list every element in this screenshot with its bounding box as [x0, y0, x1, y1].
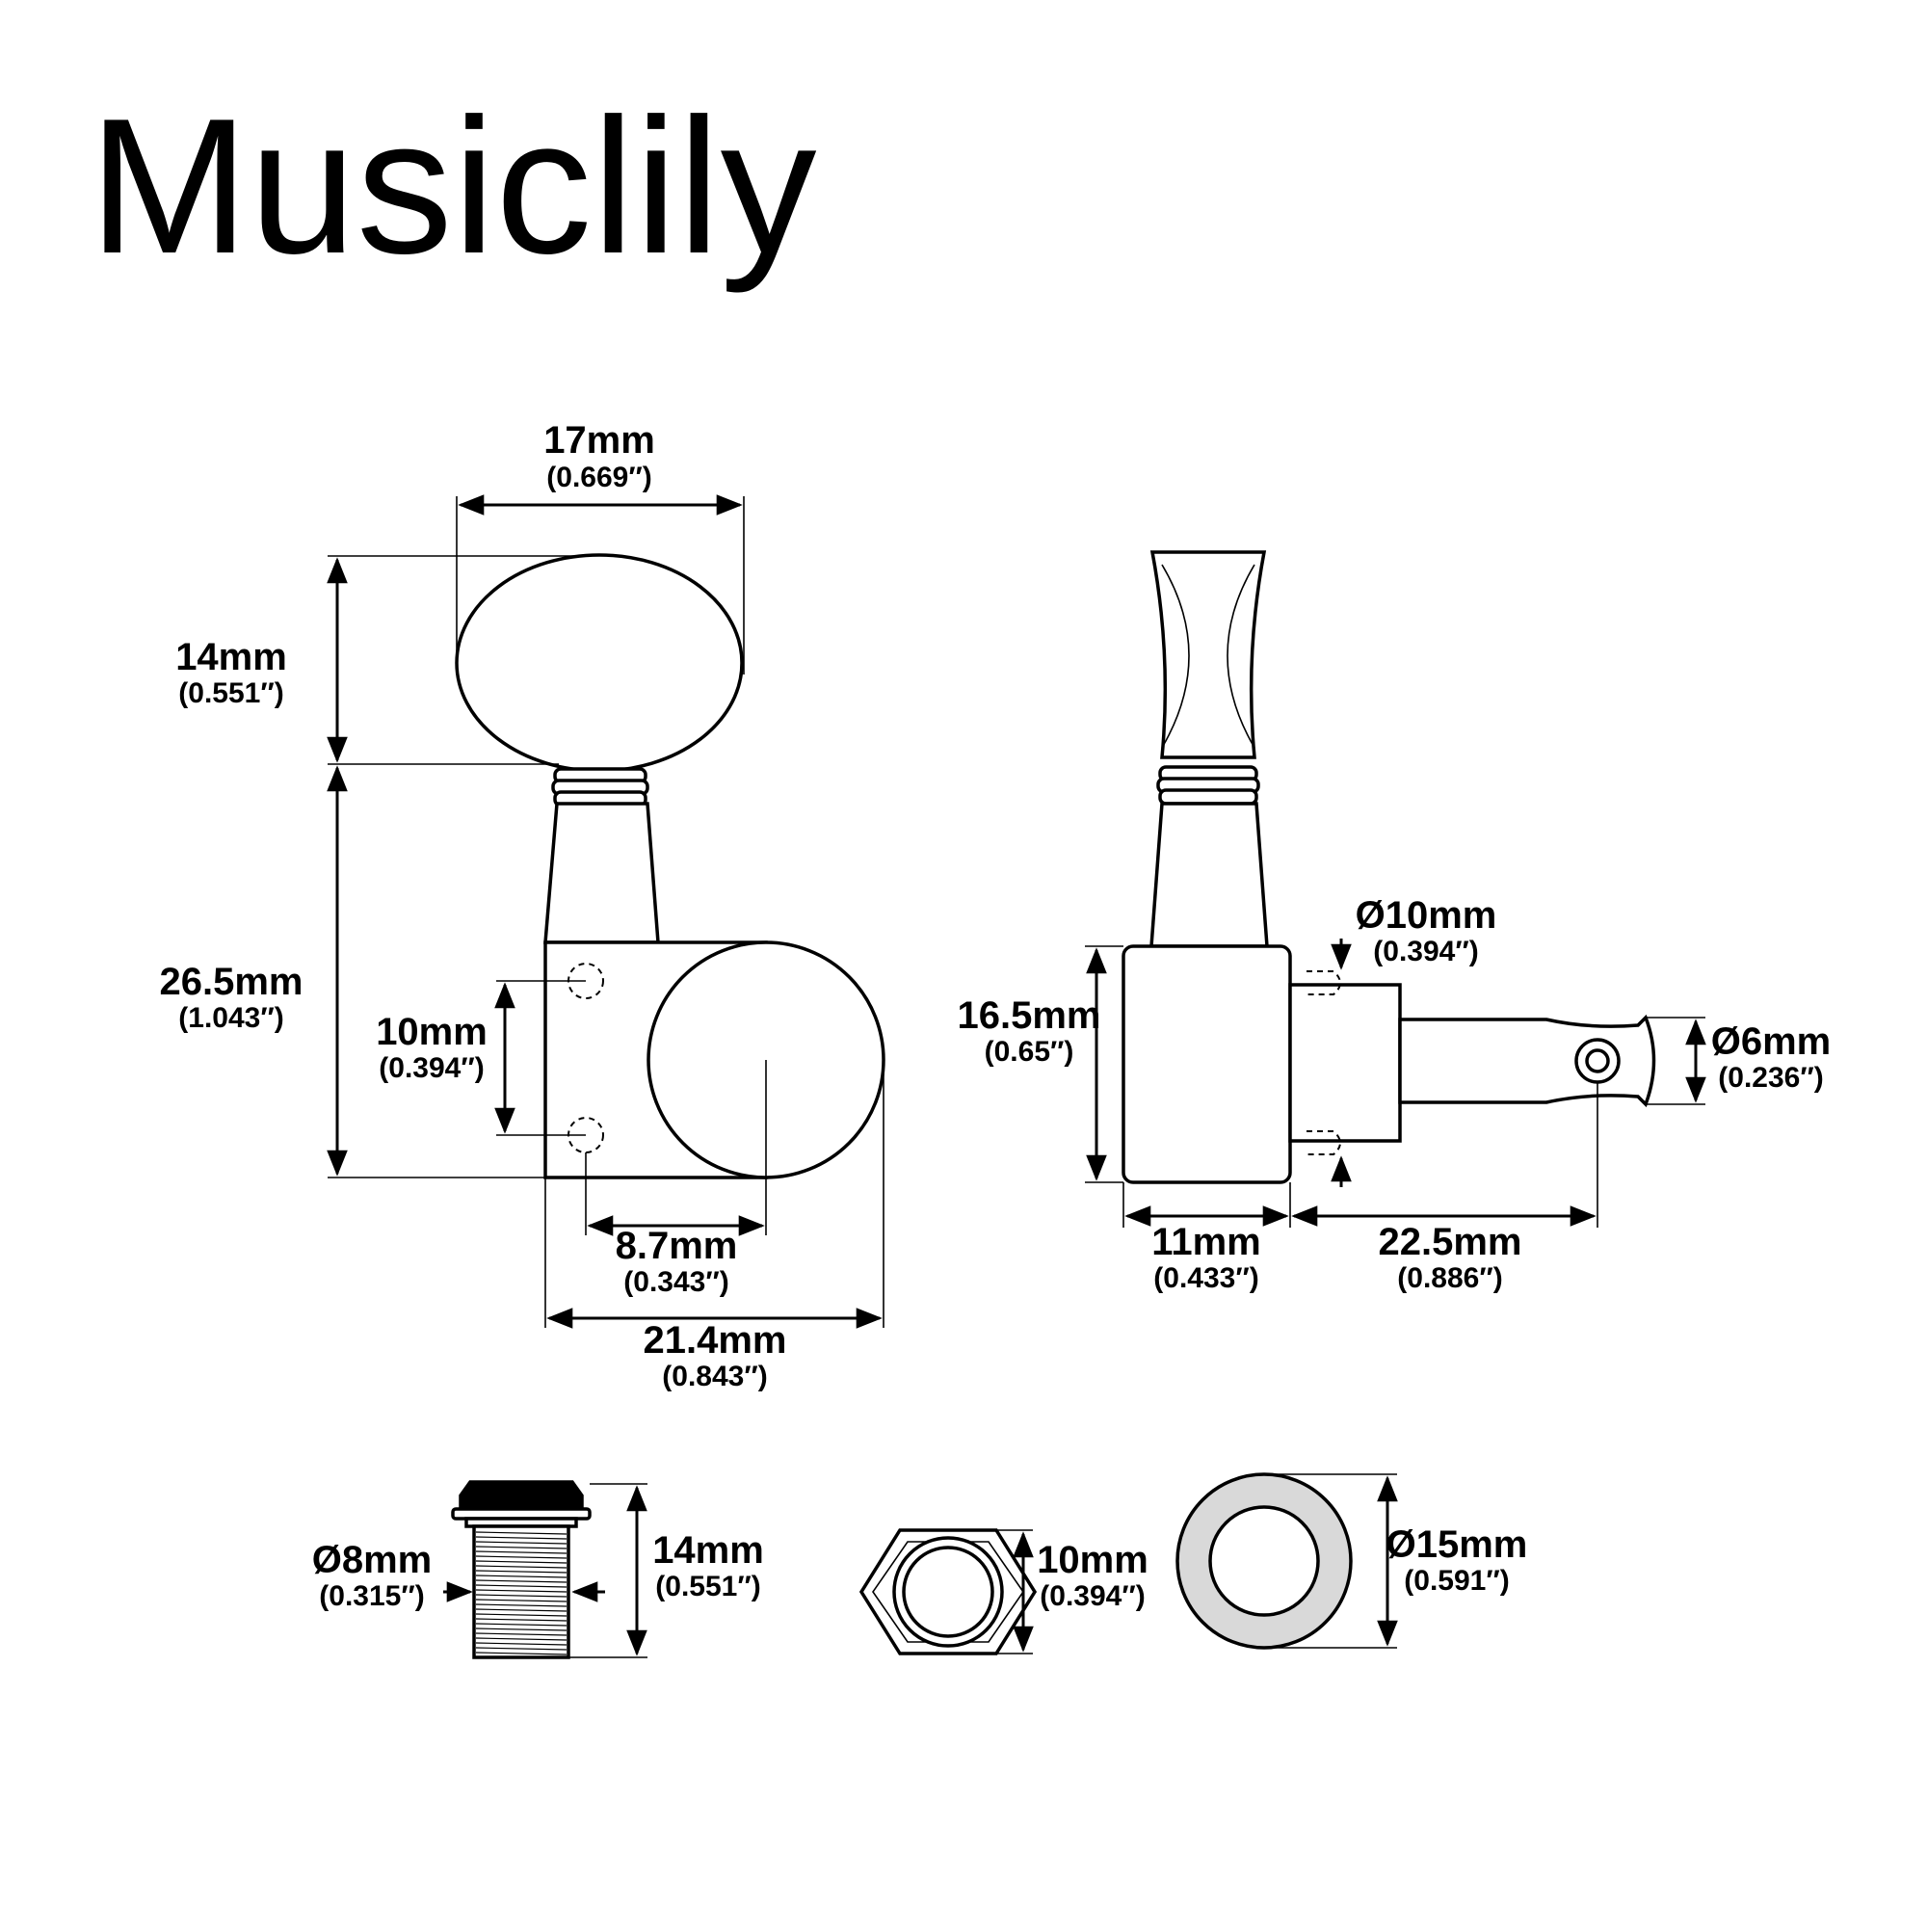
thread-line [475, 1541, 568, 1545]
oval-knob [455, 553, 744, 773]
thread-line [475, 1570, 568, 1574]
thread-line [475, 1599, 568, 1602]
thread-line [475, 1613, 568, 1617]
hex-nut-part: 10mm (0.394″) [858, 1528, 1148, 1655]
thread-line [475, 1608, 568, 1612]
label-post-height-mm: 26.5mm [160, 961, 304, 1003]
thread-line [475, 1560, 568, 1564]
shaft [543, 802, 660, 944]
label-housing-depth-in: (0.433″) [1153, 1262, 1258, 1294]
thread-line [475, 1642, 568, 1646]
shaft-side [1149, 802, 1269, 948]
knob-neck [551, 767, 649, 807]
label-housing-depth-mm: 11mm [1151, 1221, 1260, 1263]
label-ferrule-height-in: (0.551″) [655, 1571, 760, 1602]
side-view: 16.5mm (0.65″) Ø10mm (0.394″) Ø6mm (0.23… [958, 550, 1832, 1294]
washer-part: Ø15mm (0.591″) [1175, 1472, 1528, 1650]
thread-line [475, 1637, 568, 1641]
label-knob-width-in: (0.669″) [546, 462, 651, 493]
thread-line [475, 1536, 568, 1540]
brand-title: Musiclily [89, 79, 817, 294]
thread-line [475, 1623, 568, 1627]
thread-line [475, 1584, 568, 1588]
ferrule-part: 14mm (0.551″) Ø8mm (0.315″) [312, 1480, 764, 1659]
label-hex-nut-in: (0.394″) [1040, 1580, 1145, 1612]
thread-line [475, 1603, 568, 1607]
label-hole-offset-in: (0.343″) [623, 1266, 728, 1298]
knob-side [1149, 550, 1267, 759]
thread-line [475, 1575, 568, 1578]
label-post-height-in: (1.043″) [178, 1002, 283, 1034]
label-housing-width-mm: 21.4mm [644, 1319, 787, 1362]
thread-line [475, 1594, 568, 1598]
bushing [1288, 983, 1402, 1143]
ferrule-cap [459, 1480, 584, 1511]
label-side-height-in: (0.65″) [985, 1036, 1074, 1068]
label-hole-spacing-mm: 10mm [376, 1011, 488, 1053]
thread-line [475, 1628, 568, 1631]
thread-line [475, 1589, 568, 1593]
thread-line [475, 1546, 568, 1549]
label-hex-nut-mm: 10mm [1037, 1539, 1148, 1581]
label-post-length-mm: 22.5mm [1379, 1221, 1522, 1263]
label-knob-height-in: (0.551″) [178, 677, 283, 709]
label-bushing-dia-mm: Ø10mm [1356, 894, 1497, 937]
label-post-dia-mm: Ø6mm [1711, 1020, 1832, 1063]
label-washer-dia-mm: Ø15mm [1386, 1523, 1528, 1566]
thread-line [475, 1531, 568, 1535]
thread-line [475, 1647, 568, 1651]
label-side-height-mm: 16.5mm [958, 994, 1101, 1037]
front-view: 17mm (0.669″) 14mm (0.551″) 26.5mm (1.04… [160, 419, 885, 1392]
label-hole-offset-mm: 8.7mm [616, 1225, 738, 1267]
label-ferrule-height-mm: 14mm [652, 1529, 764, 1572]
label-post-length-in: (0.886″) [1397, 1262, 1502, 1294]
thread-line [475, 1652, 568, 1655]
label-post-dia-in: (0.236″) [1718, 1062, 1823, 1094]
label-hole-spacing-in: (0.394″) [379, 1052, 484, 1084]
label-knob-height-mm: 14mm [175, 636, 287, 678]
label-housing-width-in: (0.843″) [662, 1361, 767, 1392]
label-ferrule-dia-in: (0.315″) [319, 1580, 424, 1612]
thread-line [475, 1555, 568, 1559]
thread-line [475, 1618, 568, 1622]
thread-line [475, 1579, 568, 1583]
thread-line [475, 1550, 568, 1554]
thread-line [475, 1565, 568, 1569]
thread-line [475, 1632, 568, 1636]
label-bushing-dia-in: (0.394″) [1373, 936, 1478, 967]
washer-hole [1208, 1505, 1320, 1617]
label-knob-width-mm: 17mm [543, 419, 655, 462]
knob-neck-side [1156, 765, 1260, 806]
housing-side [1122, 944, 1292, 1184]
label-washer-dia-in: (0.591″) [1404, 1565, 1509, 1597]
label-ferrule-dia-mm: Ø8mm [312, 1539, 433, 1581]
